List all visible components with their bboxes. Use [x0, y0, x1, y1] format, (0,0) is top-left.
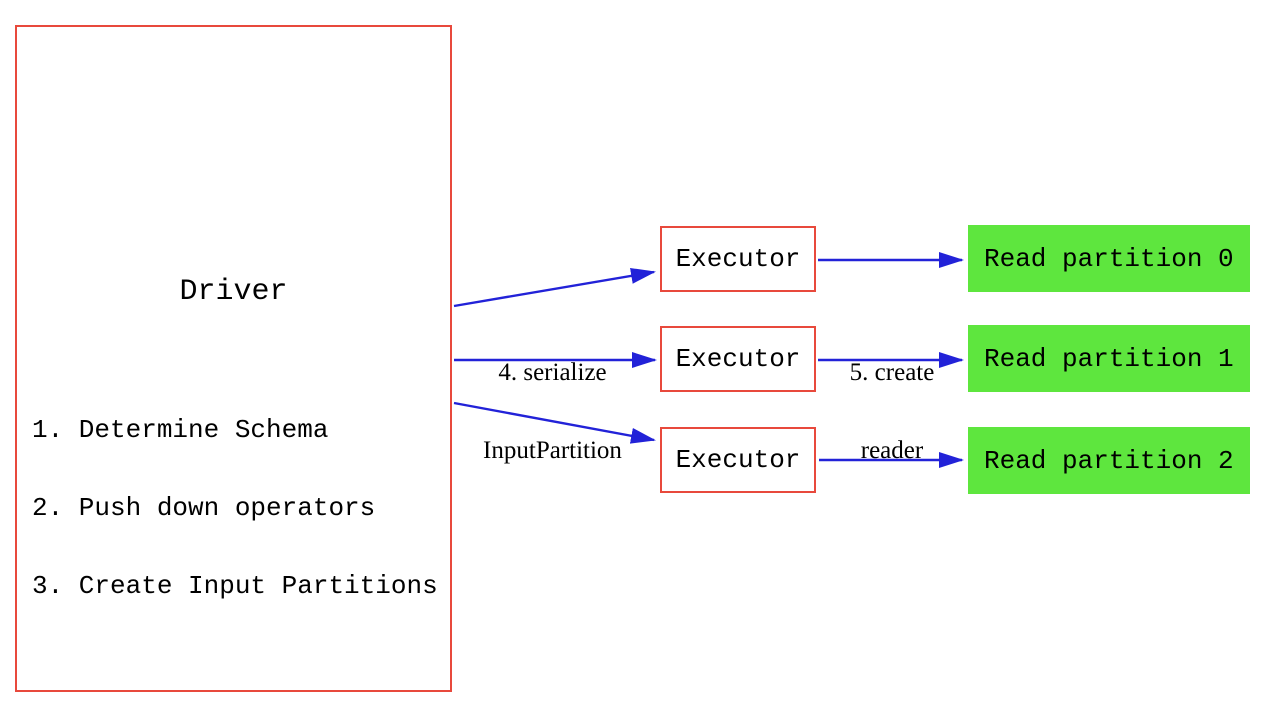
executor-2-label: Executor — [675, 344, 801, 374]
serialize-edge-label-line1: 4. serialize — [498, 359, 607, 386]
driver-node: Driver 1. Determine Schema 2. Push down … — [15, 25, 452, 692]
driver-steps-list: 1. Determine Schema 2. Push down operato… — [32, 365, 438, 651]
executor-1-label: Executor — [675, 244, 801, 274]
executor-node-3: Executor — [660, 427, 816, 493]
read-partition-node-2: Read partition 2 — [968, 427, 1250, 494]
create-reader-edge-label: 5. create reader — [807, 308, 977, 516]
executor-node-1: Executor — [660, 226, 816, 292]
serialize-edge-label-line2: InputPartition — [483, 437, 622, 464]
executor-3-label: Executor — [675, 445, 801, 475]
driver-step-1: 1. Determine Schema — [32, 415, 329, 445]
driver-title: Driver — [179, 275, 288, 309]
read-partition-node-0: Read partition 0 — [968, 225, 1250, 292]
create-reader-edge-label-line2: reader — [860, 437, 924, 464]
executor-node-2: Executor — [660, 326, 816, 392]
driver-step-3: 3. Create Input Partitions — [32, 571, 438, 601]
read-partition-1-label: Read partition 1 — [984, 343, 1234, 374]
arrow-driver-to-executor-3 — [453, 401, 656, 444]
read-partition-0-label: Read partition 0 — [984, 243, 1234, 274]
driver-step-2: 2. Push down operators — [32, 493, 376, 523]
create-reader-edge-label-line1: 5. create — [849, 359, 935, 386]
read-partition-2-label: Read partition 2 — [984, 445, 1234, 476]
serialize-edge-label: 4. serialize InputPartition — [450, 308, 655, 516]
read-partition-node-1: Read partition 1 — [968, 325, 1250, 392]
arrow-driver-to-executor-1 — [453, 267, 656, 308]
